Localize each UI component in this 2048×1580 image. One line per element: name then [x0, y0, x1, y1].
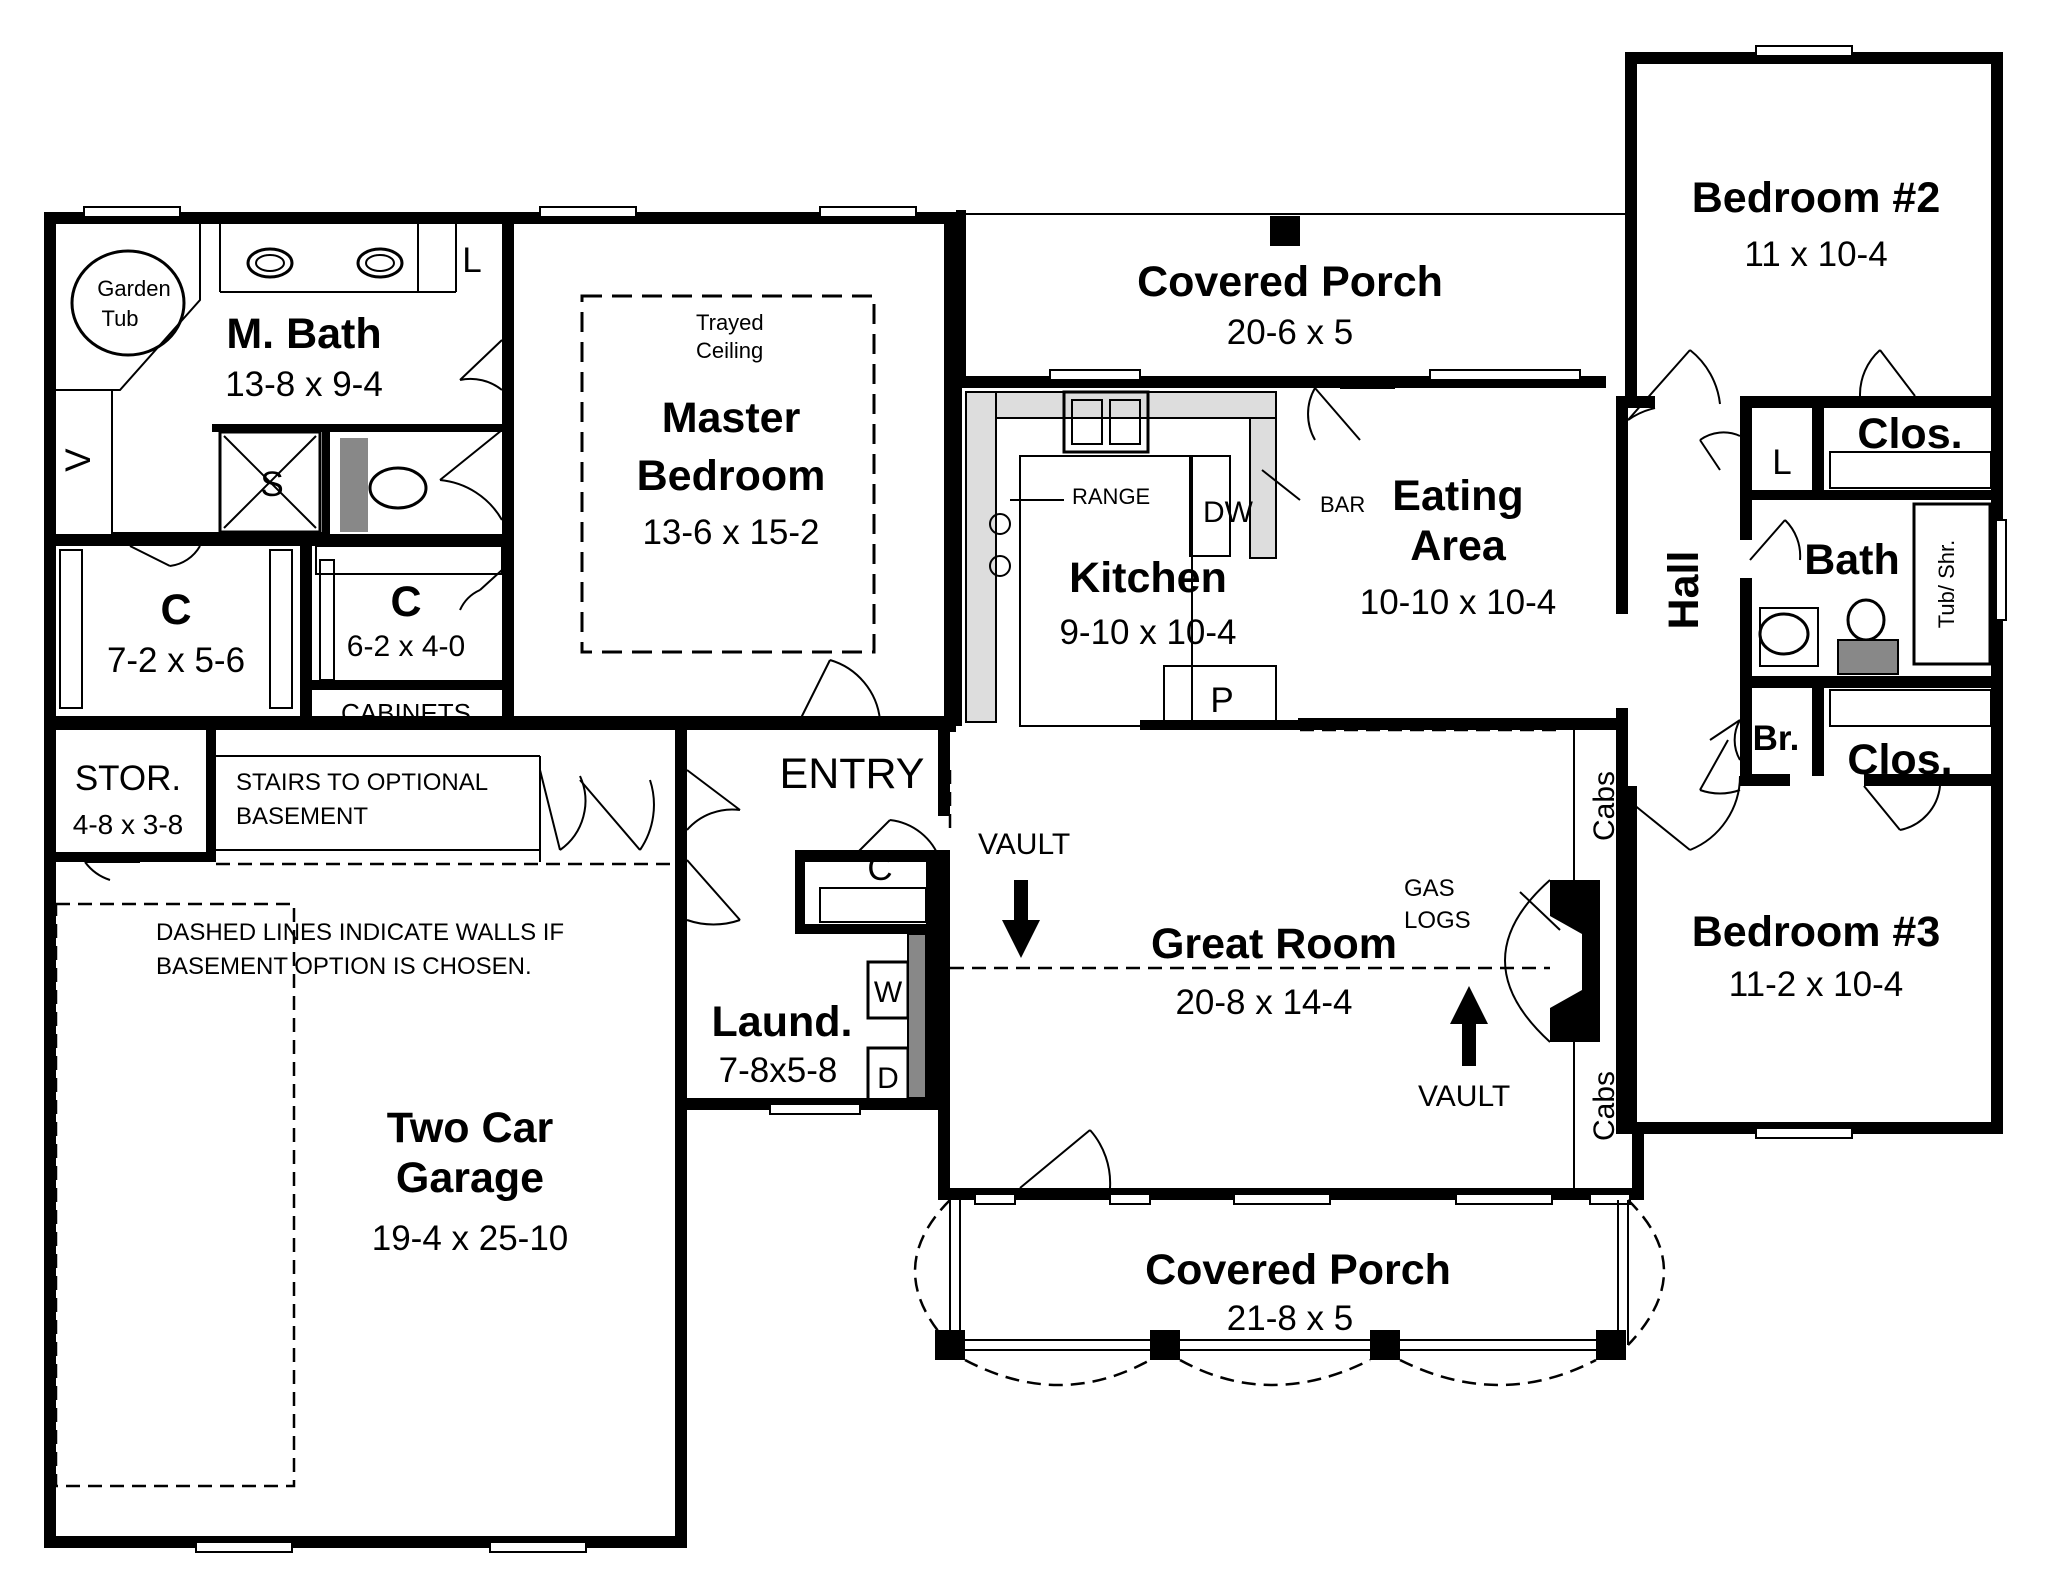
shower-label: S: [260, 465, 283, 504]
br-name: Br.: [1753, 719, 1800, 758]
tub-shower-label: Tub/ Shr.: [1934, 540, 1959, 628]
closet-c1-name: C: [160, 586, 191, 634]
bedroom3-dim: 11-2 x 10-4: [1729, 965, 1903, 1004]
dashed-note1: DASHED LINES INDICATE WALLS IF: [156, 919, 564, 946]
laundry-name: Laund.: [712, 998, 853, 1046]
closet-hatching: [59, 451, 1992, 923]
cabs-bottom-label: Cabs: [1588, 1071, 1621, 1141]
washer-label: W: [874, 976, 903, 1009]
front-porch-name: Covered Porch: [1145, 1246, 1451, 1294]
m-bath-name: M. Bath: [226, 310, 381, 358]
vault-left-note: VAULT: [978, 828, 1070, 861]
pantry-label: P: [1210, 681, 1233, 720]
stairs-note2: BASEMENT: [236, 803, 368, 830]
stairs: [216, 755, 541, 862]
master-bedroom-name1: Master: [662, 394, 801, 442]
bath-name: Bath: [1804, 536, 1900, 584]
master-bedroom-name2: Bedroom: [637, 452, 826, 500]
dishwasher-label: DW: [1203, 496, 1254, 529]
stairs-note1: STAIRS TO OPTIONAL: [236, 769, 488, 796]
m-bath-dim: 13-8 x 9-4: [225, 365, 383, 404]
dashed-note2: BASEMENT OPTION IS CHOSEN.: [156, 953, 532, 980]
walls: [44, 52, 2003, 1548]
kitchen-name: Kitchen: [1069, 554, 1227, 602]
vanity-label: V: [59, 448, 98, 472]
garage-name2: Garage: [396, 1154, 544, 1202]
laundry-fixtures: [866, 933, 927, 1106]
bedroom2-name: Bedroom #2: [1692, 174, 1941, 222]
doors: [84, 339, 1941, 1189]
closet-top-name: Clos.: [1857, 410, 1962, 458]
closet-c2-name: C: [390, 578, 421, 626]
rear-porch-name: Covered Porch: [1137, 258, 1443, 306]
bath-fixtures: [1758, 502, 1992, 675]
master-bath-fixtures: [56, 222, 457, 534]
laundry-dim: 7-8x5-8: [719, 1051, 838, 1090]
dryer-label: D: [877, 1062, 899, 1095]
cabinets-note: CABINETS: [341, 698, 471, 728]
trayed-note2: Ceiling: [696, 338, 763, 363]
closet-c2-dim: 6-2 x 4-0: [347, 630, 465, 663]
garage-name1: Two Car: [387, 1104, 554, 1152]
great-room-name: Great Room: [1151, 920, 1397, 968]
basement-dashed-lines: [54, 294, 1560, 1488]
eating-area-dim: 10-10 x 10-4: [1360, 583, 1557, 622]
bedroom3-name: Bedroom #3: [1692, 908, 1941, 956]
closet-bottom-name: Clos.: [1847, 736, 1952, 784]
gas-logs-note1: GAS: [1404, 875, 1455, 902]
bedroom2-dim: 11 x 10-4: [1744, 235, 1887, 274]
windows: [83, 45, 2007, 1553]
entry-name: ENTRY: [780, 750, 925, 798]
rear-porch-outline: [955, 213, 1625, 376]
great-room-fixtures: [1002, 730, 1575, 1188]
closet-c1-dim: 7-2 x 5-6: [107, 641, 245, 680]
stor-dim: 4-8 x 3-8: [73, 809, 184, 840]
cabs-top-label: Cabs: [1588, 771, 1621, 841]
garden-tub-label2: Tub: [101, 306, 138, 331]
bar-note: BAR: [1320, 492, 1365, 517]
entry-closet-name: C: [867, 849, 892, 888]
labels: M. Bath 13-8 x 9-4 Master Bedroom 13-6 x…: [59, 174, 1963, 1338]
vault-right-note: VAULT: [1418, 1080, 1510, 1113]
garden-tub-label1: Garden: [97, 276, 170, 301]
master-bedroom-dim: 13-6 x 15-2: [642, 513, 819, 552]
kitchen-fixtures: [965, 390, 1301, 727]
linen-label: L: [462, 241, 481, 280]
great-room-dim: 20-8 x 14-4: [1175, 983, 1352, 1022]
trayed-note1: Trayed: [696, 310, 764, 335]
eating-area-name1: Eating: [1392, 472, 1523, 520]
front-porch-dim: 21-8 x 5: [1227, 1299, 1353, 1338]
hall-linen-label: L: [1772, 443, 1791, 482]
garage-dim: 19-4 x 25-10: [372, 1219, 569, 1258]
kitchen-dim: 9-10 x 10-4: [1059, 613, 1236, 652]
hall-name: Hall: [1660, 551, 1708, 630]
gas-logs-note2: LOGS: [1404, 907, 1471, 934]
range-note: RANGE: [1072, 484, 1150, 509]
eating-area-name2: Area: [1410, 522, 1507, 570]
rear-porch-dim: 20-6 x 5: [1227, 313, 1353, 352]
stor-name: STOR.: [75, 759, 181, 798]
front-porch-outline: [913, 1199, 1666, 1387]
